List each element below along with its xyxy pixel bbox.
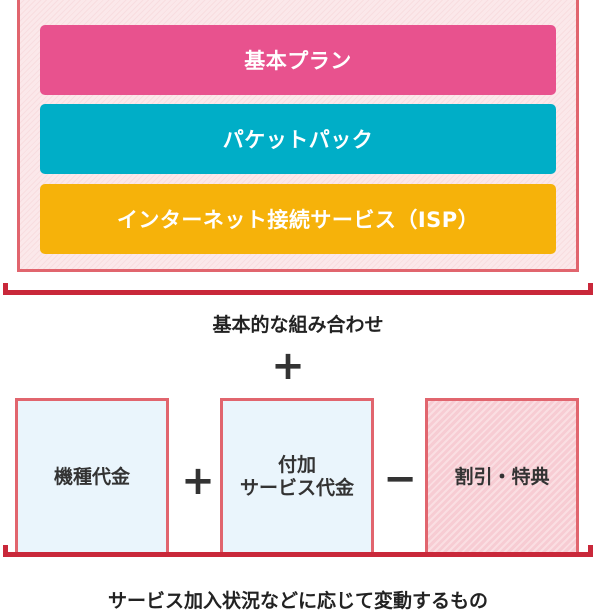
packet-pack-label: パケットパック bbox=[222, 128, 374, 152]
top-bracket bbox=[3, 283, 593, 295]
variable-items-caption: サービス加入状況などに応じて変動するもの bbox=[107, 590, 488, 612]
discount-label: 割引・特典 bbox=[454, 465, 550, 488]
discount-box: 割引・特典 bbox=[425, 398, 579, 556]
basic-plan-label: 基本プラン bbox=[244, 49, 352, 73]
additional-service-box: 付加 サービス代金 bbox=[220, 398, 374, 556]
bottom-bracket bbox=[3, 545, 593, 557]
device-price-box: 機種代金 bbox=[15, 398, 169, 556]
additional-service-line-1: 付加 bbox=[277, 454, 316, 476]
plus-operator: + bbox=[181, 458, 215, 504]
basic-combination-caption: 基本的な組み合わせ bbox=[212, 314, 384, 336]
minus-operator: − bbox=[383, 456, 417, 502]
isp-label: インターネット接続サービス（ISP） bbox=[116, 208, 480, 232]
device-price-label: 機種代金 bbox=[53, 465, 130, 488]
packet-pack-bar: パケットパック bbox=[40, 104, 556, 174]
plus-operator-main: + bbox=[271, 343, 305, 389]
isp-bar: インターネット接続サービス（ISP） bbox=[40, 184, 556, 254]
basic-plan-bar: 基本プラン bbox=[40, 25, 556, 95]
additional-service-line-2: サービス代金 bbox=[239, 477, 354, 499]
